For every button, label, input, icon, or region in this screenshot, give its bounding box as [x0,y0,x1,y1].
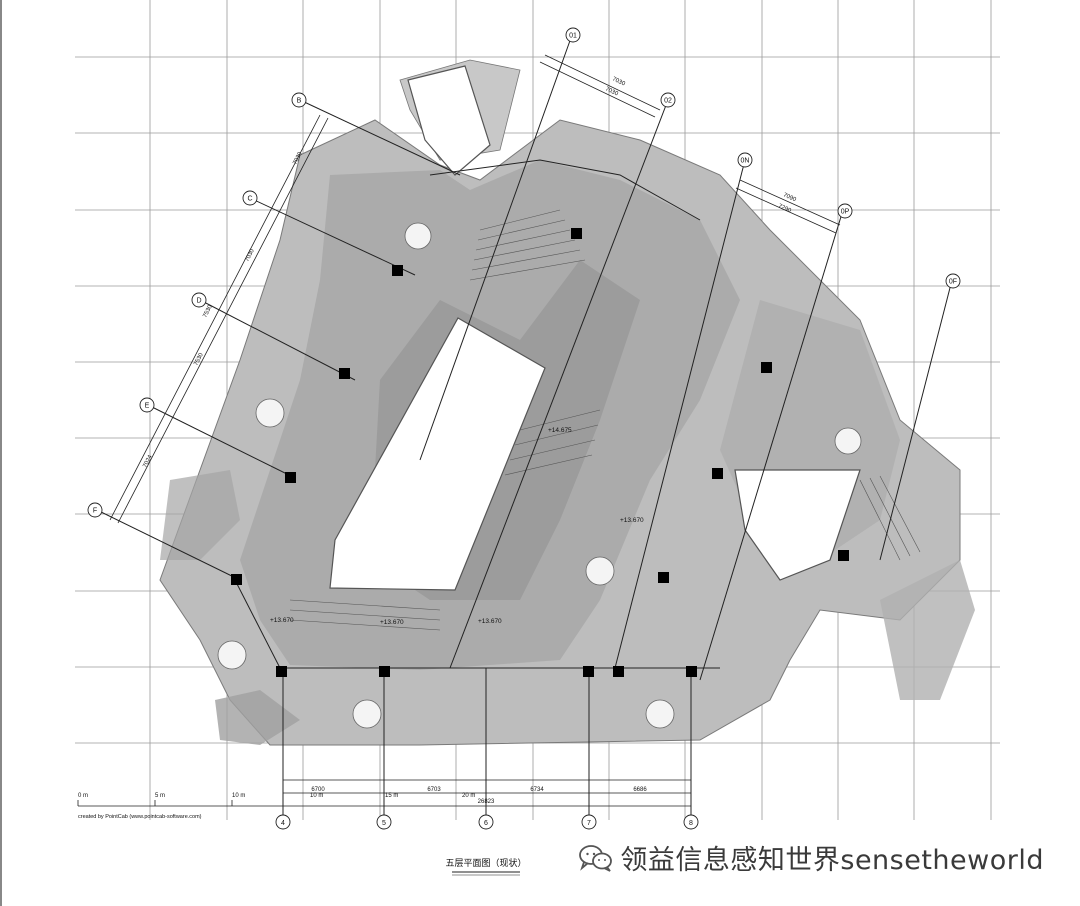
level-marker-3: +13.670 [270,617,294,624]
axis-top-02: 02 [664,98,672,105]
left-dim-1: 7030 [292,151,304,166]
software-credit: created by PointCab (www.pointcab-softwa… [78,814,202,820]
bottom-dim-4: 6686 [633,787,647,793]
watermark: 领益信息感知世界sensetheworld [578,838,1044,877]
dimension-labels: 6700 6703 6734 6686 26823 7030 7030 7090… [142,76,797,805]
level-marker-2: +13.670 [620,517,644,524]
axis-left-f: F [93,508,97,515]
axis-bubble-labels: 01 02 0N 0P 0F B C D E F 4 5 6 7 8 [93,33,957,828]
bottom-dim-1: 6700 [311,787,325,793]
point-cloud [159,59,975,746]
scale-label-20: 20 m [462,793,475,799]
scale-label-10: 10 m [232,793,245,799]
scale-bar [77,800,283,807]
bottom-dim-2: 6703 [427,787,441,793]
axis-bottom-6: 6 [484,820,488,827]
top-dim-2: 7030 [604,86,619,97]
scale-labels: 0 m 5 m 10 m 10 m 15 m 20 m [78,793,475,799]
sheet-title: 五层平面图（现状） [445,857,526,868]
left-dim-5: 7024 [142,454,154,469]
axis-bottom-5: 5 [382,820,386,827]
scale-label-10b: 10 m [310,793,323,799]
axis-left-e: E [145,403,150,410]
level-marker-4: +13.670 [380,619,404,626]
stair-hatching [289,209,921,631]
level-marker-5: +13.670 [478,618,502,625]
axis-left-d: D [196,298,201,305]
axis-top-0f: 0F [949,279,957,286]
axis-top-0n: 0N [741,158,750,165]
axis-bubbles [87,27,961,830]
round-voids [217,222,862,729]
courtyard-voids [329,65,861,591]
left-dim-3: 7530 [202,304,214,319]
right-top-dim-1: 7090 [782,192,797,203]
axis-top-01: 01 [569,33,577,40]
level-markers: +14.675 +13.670 +13.670 +13.670 +13.670 [270,427,644,626]
left-dim-4: 7530 [193,352,205,367]
bottom-dim-3: 6734 [530,787,544,793]
level-marker-1: +14.675 [548,427,572,434]
bottom-total-dim: 26823 [478,799,495,805]
axis-top-0p: 0P [841,209,850,216]
axis-left-c: C [247,196,252,203]
top-dim-1: 7030 [611,76,626,87]
axis-bottom-7: 7 [587,820,591,827]
scale-label-5: 5 m [155,793,165,799]
wechat-icon [578,844,614,872]
dimension-lines [109,54,841,807]
scale-label-15: 15 m [385,793,398,799]
axis-bottom-4: 4 [281,820,285,827]
axis-bottom-8: 8 [689,820,693,827]
scale-label-0: 0 m [78,793,88,799]
right-top-dim-2: 7290 [777,203,792,214]
structural-axes [96,34,953,820]
axis-left-b: B [297,98,302,105]
watermark-text: 领益信息感知世界sensetheworld [620,845,1044,876]
structural-columns [231,228,849,677]
left-dim-2: 7030 [244,248,256,263]
